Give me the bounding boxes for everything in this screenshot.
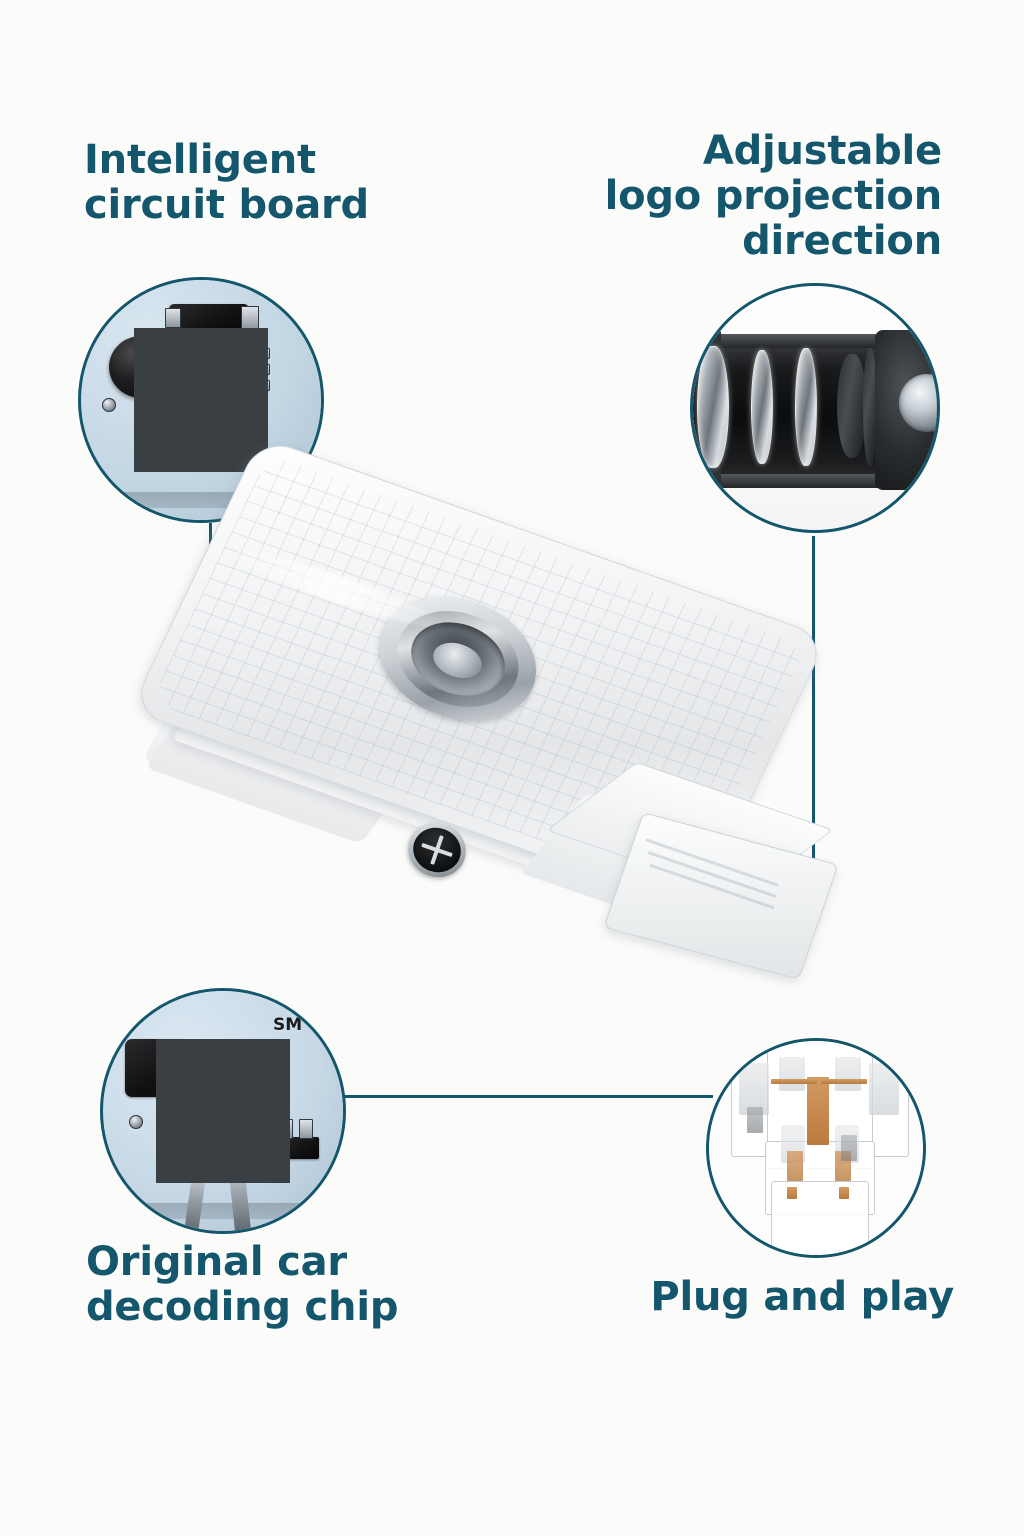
product-image-led-door-projector [129, 436, 890, 1015]
callout-circle-plug-and-play [706, 1038, 926, 1258]
copper-bus-bar [821, 1079, 867, 1084]
copper-contact [787, 1151, 803, 1181]
feature-label-intelligent-circuit-board: Intelligent circuit board [84, 137, 369, 228]
lens-element-1 [697, 346, 729, 468]
callout-image-decoder-board: SM [103, 991, 343, 1231]
pcb-via [129, 1115, 143, 1129]
board-marking-sm: SM [273, 1015, 303, 1035]
copper-pin [839, 1187, 849, 1199]
feature-label-original-car-decoding-chip: Original car decoding chip [86, 1239, 399, 1330]
connector-bay [739, 1063, 769, 1115]
connector-metal-clip [841, 1135, 857, 1161]
pcb-via [102, 398, 116, 412]
lens-spacer-ring [837, 354, 867, 458]
callout-image-connector-plug [709, 1041, 923, 1255]
connector-housing-stem [771, 1181, 869, 1255]
connector-bay [779, 1057, 805, 1091]
lens-element-3 [795, 348, 817, 466]
connector-bay [835, 1057, 861, 1091]
lens-spacer-ring [863, 348, 877, 466]
copper-pin [787, 1187, 797, 1199]
connector-bay [869, 1063, 899, 1115]
callout-circle-adjustable-logo-projection-direction [690, 283, 940, 533]
black-bar-component [169, 304, 249, 331]
connector-metal-clip [747, 1107, 763, 1133]
callout-circle-original-car-decoding-chip: SM [100, 988, 346, 1234]
component-pin [299, 1119, 313, 1139]
lens-aperture-eye [899, 374, 937, 432]
callout-image-lens-assembly [693, 286, 937, 530]
component-pin [241, 306, 259, 330]
lens-element-2 [751, 350, 773, 464]
lens-end-notch [693, 466, 721, 488]
component-pin [165, 308, 181, 328]
copper-bus-bar [771, 1079, 817, 1084]
leader-line-top-right [812, 536, 815, 887]
copper-terminal-blade [807, 1077, 829, 1145]
leader-line-bottom-left [333, 1095, 713, 1098]
feature-label-adjustable-logo-projection-direction: Adjustable logo projection direction [604, 128, 943, 264]
feature-label-plug-and-play: Plug and play [650, 1274, 954, 1320]
product-lens-dome [428, 636, 487, 685]
lens-end-notch [693, 330, 721, 350]
